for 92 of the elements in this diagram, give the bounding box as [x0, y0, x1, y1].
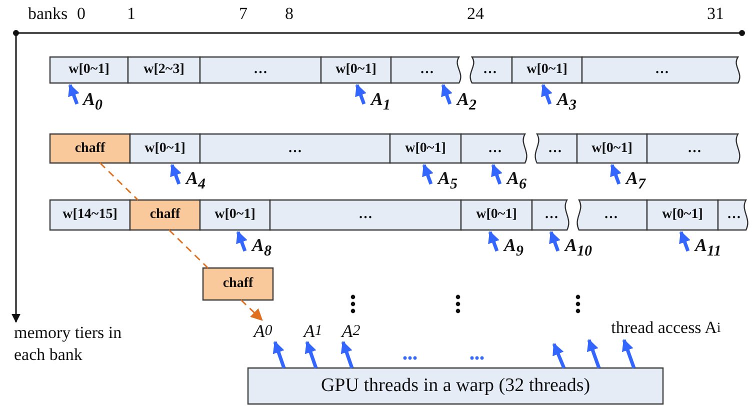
cell-text: w[0~1] — [334, 61, 378, 79]
arrow — [340, 340, 354, 369]
cell-text: … — [603, 206, 619, 224]
edge-label: A$_{5}$ — [438, 168, 458, 194]
edge-label: A$_{7}$ — [626, 168, 646, 194]
memory-cell — [200, 200, 270, 230]
cell-text: w[0~1] — [590, 140, 634, 158]
arrow — [272, 340, 286, 369]
bank-number: 24 — [467, 4, 484, 24]
cell-text: … — [487, 140, 503, 158]
arrow — [622, 338, 636, 369]
memory-cell — [575, 200, 647, 230]
arrow — [68, 84, 80, 105]
cell-text: … — [726, 206, 742, 224]
cell-text: chaff — [148, 206, 182, 224]
arrow — [491, 164, 502, 185]
edge-label: A$_{11}$ — [695, 235, 722, 261]
arrow — [610, 164, 622, 185]
chaff-cell — [203, 268, 273, 300]
edge-label: A$_{3}$ — [557, 89, 577, 115]
cell-text: w[0~1] — [404, 140, 447, 158]
bank-number: 31 — [707, 4, 724, 24]
chaff-cell — [130, 200, 200, 230]
cell-text: … — [482, 61, 498, 79]
edge-label: A$_{9}$ — [504, 235, 524, 261]
memory-cell — [270, 200, 461, 230]
cell-text: w[0~1] — [144, 140, 186, 158]
cell-text: … — [287, 140, 303, 158]
cell-text: … — [686, 140, 702, 158]
bank-number: 7 — [239, 4, 248, 24]
cell-text: w[2~3] — [142, 61, 186, 79]
memory-cell — [461, 200, 532, 230]
arrow — [355, 84, 366, 105]
axis-label: memory tiers in each bank — [14, 322, 123, 366]
memory-cell — [200, 134, 390, 163]
edge-label: A$_{1}$ — [371, 89, 391, 115]
memory-cell — [577, 134, 647, 163]
bank-number: 1 — [127, 4, 136, 24]
edge-label: A$_{6}$ — [507, 168, 527, 194]
memory-cell — [512, 57, 582, 83]
arrow — [441, 84, 452, 105]
cell-text: … — [358, 206, 374, 224]
memory-cell — [533, 134, 577, 163]
cell-text: chaff — [74, 140, 106, 158]
memory-cell — [468, 57, 512, 83]
arrow — [488, 230, 500, 252]
edge-label: A$_{10}$ — [565, 235, 592, 261]
cell-text: chaff — [222, 275, 254, 293]
cell-text: … — [544, 206, 560, 224]
edge-label: A$_{4}$ — [186, 168, 206, 194]
memory-cell — [390, 134, 461, 163]
memory-cell — [532, 200, 571, 230]
memory-cell — [461, 134, 529, 163]
memory-cell — [321, 57, 391, 83]
cell-text: … — [547, 140, 563, 158]
box-text: GPU threads in a warp (32 threads) — [320, 374, 592, 398]
memory-cell — [50, 57, 128, 83]
cell-text: … — [252, 61, 268, 79]
cell-text: w[0~1] — [661, 206, 704, 224]
arrow — [552, 342, 566, 369]
bank-number: 8 — [285, 4, 294, 24]
memory-cell — [128, 57, 200, 83]
chaff-cell — [50, 134, 130, 163]
bank-number: banks — [28, 4, 68, 24]
bank-number: 0 — [77, 4, 86, 24]
memory-cell — [130, 134, 200, 163]
thread-group-box — [248, 368, 663, 404]
cell-text: w[0~1] — [68, 61, 110, 79]
memory-cell — [718, 200, 750, 230]
memory-cell — [50, 200, 130, 230]
edge-label: A$_{2}$ — [457, 89, 477, 115]
memory-cell — [582, 57, 742, 83]
arrow — [679, 230, 690, 252]
arrow — [549, 230, 560, 252]
arrow — [304, 340, 318, 369]
arrow — [170, 164, 182, 185]
edge-label: A$_{0}$ — [83, 89, 103, 115]
cell-text: w[0~1] — [526, 61, 568, 79]
arrow — [422, 164, 434, 185]
arrow — [236, 230, 248, 252]
memory-cell — [391, 57, 463, 83]
dashed-arrow — [240, 299, 263, 321]
cell-text: … — [654, 61, 670, 79]
cell-text: w[14~15] — [62, 206, 118, 224]
cell-text: … — [419, 61, 435, 79]
arrow — [586, 338, 601, 369]
cell-text: w[0~1] — [475, 206, 518, 224]
edge-label: A$_{8}$ — [252, 235, 272, 261]
memory-cell — [200, 57, 321, 83]
cell-text: w[0~1] — [214, 206, 256, 224]
arrow — [541, 84, 552, 105]
memory-cell — [647, 134, 742, 163]
